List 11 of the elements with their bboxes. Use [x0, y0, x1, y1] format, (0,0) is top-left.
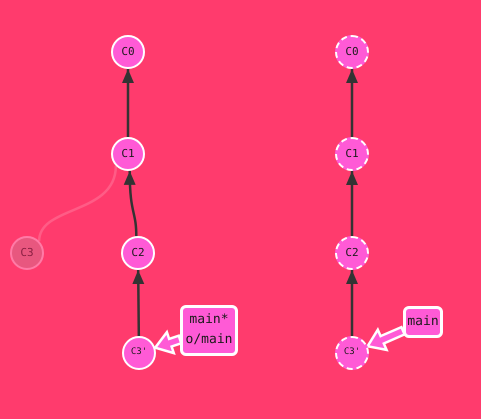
branch-pointer-arrow — [366, 325, 406, 352]
parent-arrow — [132, 270, 144, 336]
branch-pointer-arrow — [153, 330, 183, 355]
branch-label: main — [403, 306, 443, 338]
parent-arrow — [346, 171, 358, 236]
parent-arrow — [346, 69, 358, 137]
branch-label: main* o/main — [180, 304, 238, 356]
parent-arrow — [124, 170, 138, 236]
parent-arrow — [346, 270, 358, 336]
parent-arrow — [122, 69, 134, 137]
faded-connector — [38, 166, 118, 242]
